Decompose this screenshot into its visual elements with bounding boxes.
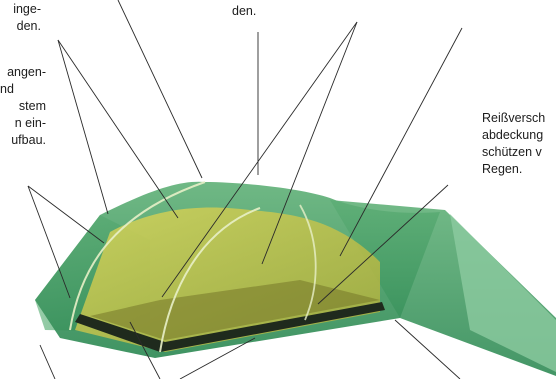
label-line: Reißversch [482,110,545,127]
label-line: n ein- [0,115,46,132]
label-line: Regen. [482,161,545,178]
label-line: inge- [0,1,41,18]
label-line: stem [0,98,46,115]
label-line: abdeckung [482,127,545,144]
label-line: ufbau. [0,132,46,149]
label-mid-left: angen- nd stem n ein- ufbau. [0,64,46,149]
label-top-left: inge- den. [0,1,41,35]
label-line: angen- [0,64,46,81]
label-line: den. [232,3,256,20]
label-right: Reißversch abdeckung schützen v Regen. [482,110,545,178]
label-line: nd [0,81,46,98]
label-line: den. [0,18,41,35]
label-top-center: den. [232,3,256,20]
label-line: schützen v [482,144,545,161]
